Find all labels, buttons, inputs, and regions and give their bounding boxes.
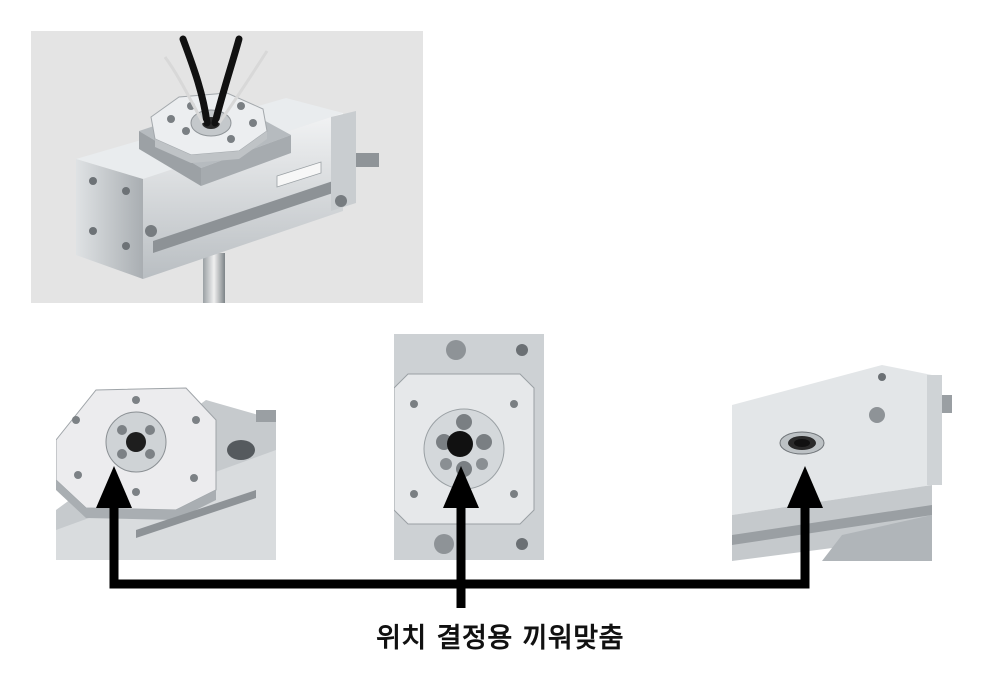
flange-closeup-photo: [56, 380, 276, 560]
bearing-bore-photo: [732, 365, 952, 561]
flange-front-photo: [394, 334, 544, 560]
caption-text: 위치 결정용 끼워맞춤: [376, 623, 624, 654]
product-photo-main: [31, 31, 423, 303]
